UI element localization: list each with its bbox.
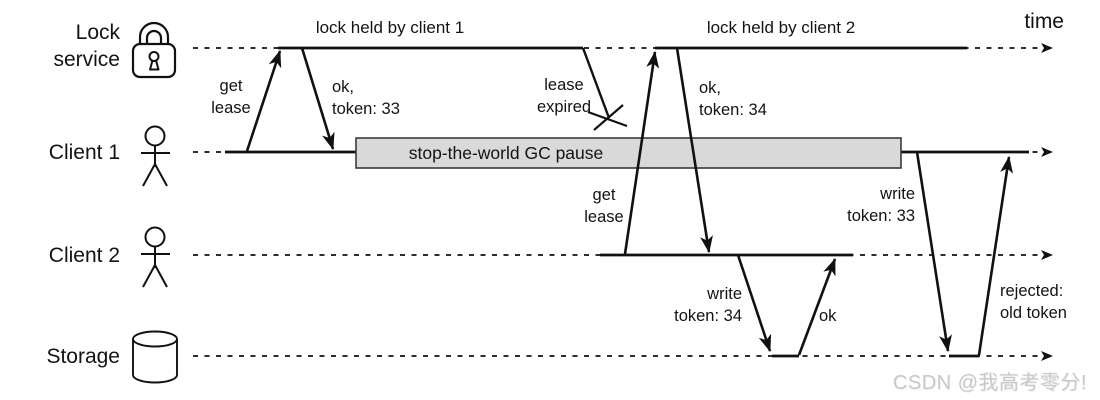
person-icon-client1 bbox=[140, 125, 171, 187]
arrow-write-token-34 bbox=[736, 254, 772, 352]
gc-pause-box bbox=[355, 137, 902, 169]
lane-label-lock-service: Lock service bbox=[53, 21, 120, 71]
annotation-lock-held-by-client-2: lock held by client 2 bbox=[706, 18, 856, 37]
active-segments bbox=[225, 46, 1029, 358]
person-icon-client2 bbox=[140, 226, 171, 288]
arrow-rejected bbox=[977, 156, 1014, 356]
lane-label-client-2: Client 2 bbox=[48, 244, 120, 267]
lane-label-client-1: Client 1 bbox=[48, 141, 120, 164]
annotation-ok-token-33: ok, token: 33 bbox=[332, 78, 400, 118]
annotation-ok-ack: ok bbox=[819, 307, 837, 325]
gc-pause-box-label: stop-the-world GC pause bbox=[408, 143, 604, 163]
annotation-write-token-33: write token: 33 bbox=[847, 185, 915, 225]
line-lease-expired bbox=[581, 47, 611, 119]
annotation-lock-held-by-client-1: lock held by client 1 bbox=[315, 18, 465, 37]
annotation-write-token-34: write token: 34 bbox=[674, 285, 742, 325]
watermark: CSDN @我高考零分! bbox=[892, 372, 1087, 394]
annotation-get-lease-client2: get lease bbox=[584, 186, 624, 226]
arrow-write-token-33 bbox=[915, 151, 952, 352]
arrow-ok-token-33 bbox=[300, 47, 335, 150]
arrow-get-lease-client1 bbox=[245, 50, 282, 152]
time-axis-label: time bbox=[1024, 10, 1064, 33]
arrow-ok-ack bbox=[797, 258, 837, 356]
database-icon bbox=[132, 330, 178, 384]
lane-label-storage: Storage bbox=[46, 345, 120, 368]
arrow-ok-token-34 bbox=[675, 47, 713, 253]
padlock-icon bbox=[131, 21, 177, 79]
annotation-rejected-old-token: rejected: old token bbox=[1000, 282, 1067, 322]
annotation-get-lease-client1: get lease bbox=[211, 77, 251, 117]
message-arrows bbox=[245, 47, 1014, 356]
lease-expired-mark bbox=[581, 47, 628, 131]
arrow-get-lease-client2 bbox=[623, 51, 660, 255]
annotation-ok-token-34: ok, token: 34 bbox=[699, 79, 767, 119]
annotation-lease-expired: lease expired bbox=[536, 76, 592, 116]
lease-expired-cross-icon bbox=[587, 104, 628, 131]
